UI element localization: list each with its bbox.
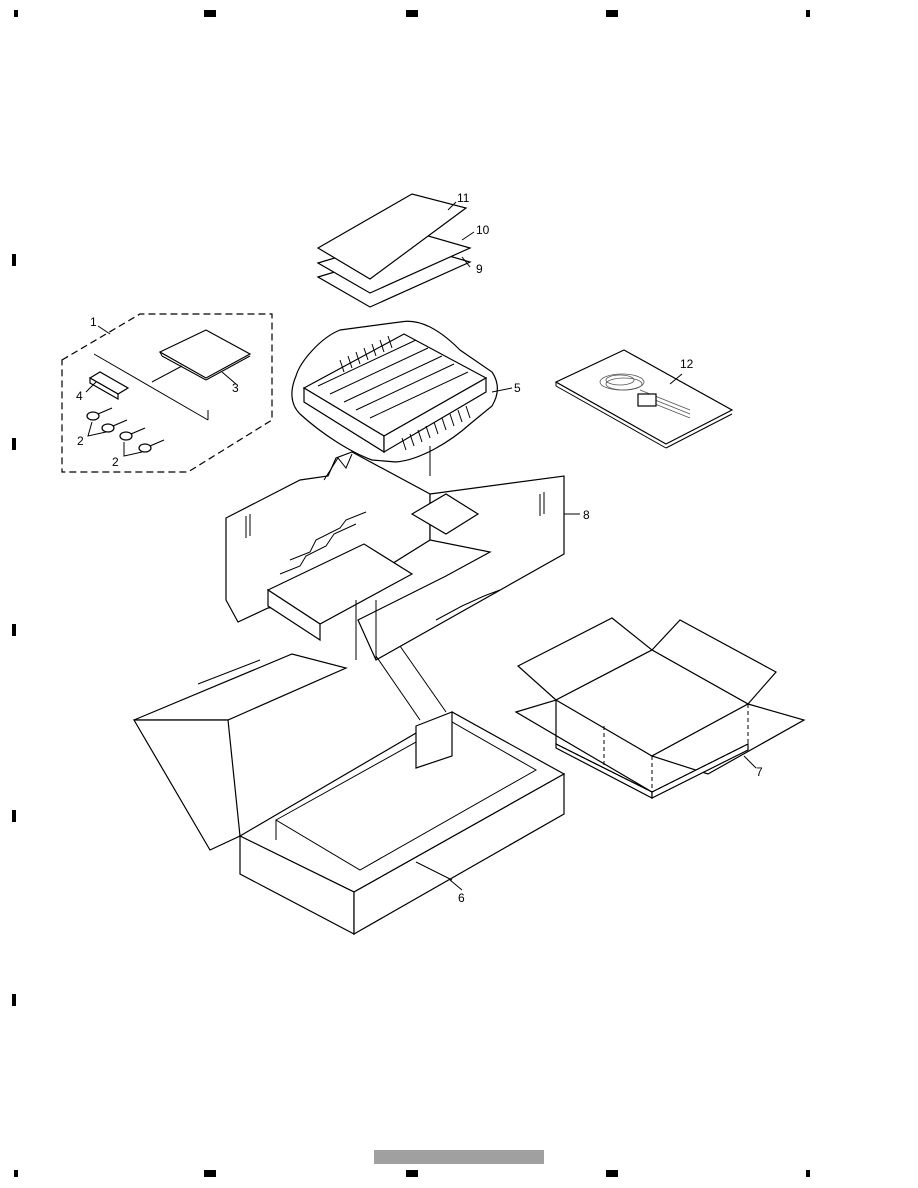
part-label-3: 3	[232, 381, 239, 395]
cable-kit	[556, 350, 732, 448]
footer-bar	[374, 1150, 544, 1164]
part-label-5: 5	[514, 381, 521, 395]
part-label-11: 11	[457, 191, 470, 205]
part-label-2b: 2	[112, 455, 119, 469]
part-label-10: 10	[476, 223, 490, 237]
part-label-12: 12	[680, 357, 694, 371]
part-label-7: 7	[756, 765, 763, 779]
part-label-6: 6	[458, 891, 465, 905]
tray-box	[134, 646, 564, 934]
part-label-9: 9	[476, 262, 483, 276]
part-label-1: 1	[90, 315, 97, 329]
part-label-4: 4	[76, 389, 83, 403]
amplifier-unit	[292, 321, 512, 476]
part-label-2a: 2	[77, 434, 84, 448]
document-stack	[318, 194, 474, 307]
accessory-kit	[62, 314, 272, 472]
part-label-8: 8	[583, 508, 590, 522]
inner-insert	[226, 452, 580, 660]
